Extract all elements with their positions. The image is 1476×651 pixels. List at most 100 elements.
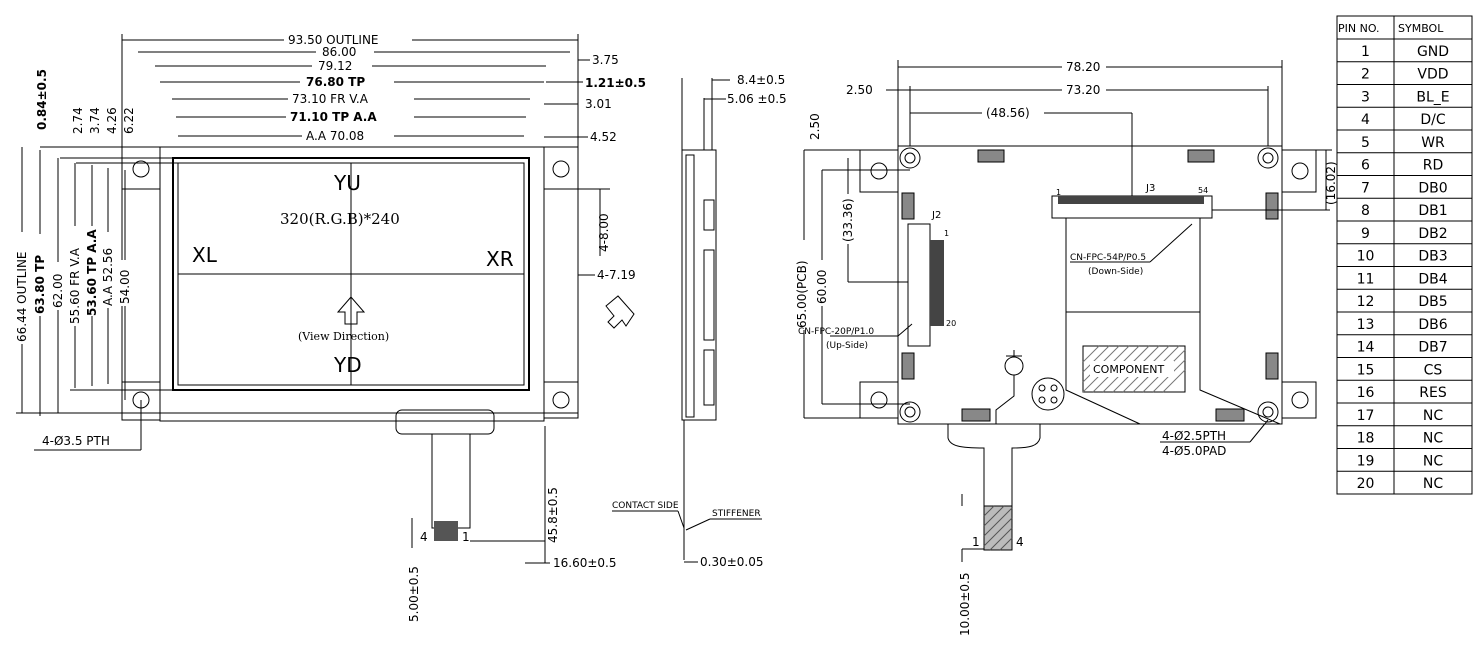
- back-dim-top-1: 78.20: [1066, 60, 1100, 74]
- dim-left-1: 66.44 OUTLINE: [15, 251, 29, 342]
- dim-right-3: 3.01: [585, 97, 612, 111]
- dim-left-2: 63.80 TP: [33, 255, 47, 314]
- back-tab-tl: [859, 149, 899, 193]
- pin-number: 4: [1361, 112, 1370, 128]
- back-tab-tr: [1281, 149, 1317, 193]
- pin-symbol: RES: [1419, 385, 1447, 401]
- front-left-top-dimensions: 0.84±0.5 2.74 3.74 4.26 6.22: [35, 69, 178, 164]
- side-view: 8.4±0.5 5.06 ±0.5 CONTACT SIDE STIFFENER…: [612, 73, 787, 569]
- pin-symbol: NC: [1423, 476, 1443, 492]
- front-frame: [159, 146, 545, 422]
- pin-symbol: WR: [1421, 135, 1445, 151]
- pin-number: 5: [1361, 135, 1370, 151]
- pin-symbol: DB1: [1418, 203, 1447, 219]
- fpc54-side-label: (Down-Side): [1088, 267, 1143, 277]
- dim-left-7: 54.00: [118, 270, 132, 304]
- back-dim-60: 60.00: [815, 270, 829, 304]
- back-tab-br: [1281, 381, 1317, 419]
- label-xr: XR: [486, 247, 514, 271]
- fpc-contacts: [434, 521, 458, 541]
- pin-symbol: NC: [1423, 453, 1443, 469]
- pin-number: 10: [1357, 249, 1375, 265]
- pin-symbol: NC: [1423, 408, 1443, 424]
- front-top-dimensions: 93.50 OUTLINE 86.00 79.12 76.80 TP 73.10…: [121, 33, 579, 147]
- dim-top-7: A.A 70.08: [306, 129, 364, 143]
- pin-number: 6: [1361, 158, 1370, 174]
- dim-left-6: A.A 52.56: [101, 248, 115, 306]
- direction-arrow-icon: [605, 295, 635, 329]
- pin-number: 15: [1357, 362, 1375, 378]
- dim-top-2: 86.00: [322, 45, 356, 59]
- pin-symbol: DB4: [1418, 271, 1447, 287]
- dim-right-5: 4-8.00: [597, 213, 611, 252]
- fpc-head: [395, 409, 495, 435]
- front-view: YU YD XL XR 320(R.G.B)*240 (View Directi…: [14, 33, 646, 622]
- side-thickness: 0.30±0.05: [700, 555, 764, 569]
- dim-left-small-4: 4.26: [105, 107, 119, 134]
- pin-table-header-symbol: SYMBOL: [1398, 22, 1444, 35]
- hole-tl: [132, 160, 150, 178]
- pin-symbol: DB5: [1418, 294, 1447, 310]
- dim-top-4: 76.80 TP: [306, 75, 365, 89]
- side-dim-b: 5.06 ±0.5: [727, 92, 787, 106]
- j3-pin1: 1: [1056, 188, 1061, 197]
- pin-number: 17: [1357, 408, 1375, 424]
- dim-left-small-3: 3.74: [88, 107, 102, 134]
- back-tab-bl: [859, 381, 899, 419]
- dim-right-4: 4.52: [590, 130, 617, 144]
- pin-symbol: DB3: [1418, 249, 1447, 265]
- dim-left-5: 53.60 TP A.A: [85, 229, 99, 316]
- dim-left-small-2: 2.74: [71, 107, 85, 134]
- tail-length: 5.00±0.5: [407, 566, 421, 622]
- front-left-dimensions: 66.44 OUTLINE 63.80 TP 62.00 55.60 FR V.…: [14, 147, 173, 416]
- pin-symbol: VDD: [1417, 67, 1448, 83]
- tail-width: 16.60±0.5: [553, 556, 617, 570]
- connector-j2: [907, 223, 931, 347]
- back-dim-33: (33.36): [841, 198, 855, 242]
- j3-label: J3: [1145, 183, 1155, 194]
- dim-top-6: 71.10 TP A.A: [290, 110, 377, 124]
- pin-symbol: DB2: [1418, 226, 1447, 242]
- pin-number: 1: [1361, 44, 1370, 60]
- j2-pin1: 1: [944, 229, 949, 238]
- pin-number: 3: [1361, 89, 1370, 105]
- contact-side-label: CONTACT SIDE: [612, 501, 679, 511]
- screen-outer: [172, 157, 530, 391]
- view-direction-label: (View Direction): [298, 330, 389, 343]
- pin-number: 7: [1361, 180, 1370, 196]
- view-arrow-icon: [336, 296, 366, 325]
- pin-symbol: BL_E: [1416, 89, 1449, 105]
- j3-pin54: 54: [1198, 186, 1208, 195]
- pin-table-header-pin: PIN NO.: [1338, 22, 1380, 35]
- back-dim-left-v: 2.50: [808, 113, 822, 140]
- component-label: COMPONENT: [1093, 363, 1165, 376]
- back-hole-note-2: 4-Ø5.0PAD: [1162, 444, 1226, 458]
- pin-number: 13: [1357, 317, 1375, 333]
- stiffener-label: STIFFENER: [712, 509, 761, 519]
- back-fpc-pin-b: 4: [1016, 535, 1024, 549]
- pin-symbol: DB6: [1418, 317, 1447, 333]
- label-xl: XL: [192, 243, 218, 267]
- hole-br: [552, 391, 570, 409]
- pin-symbol: DB0: [1418, 180, 1447, 196]
- back-dim-top-2: 73.20: [1066, 83, 1100, 97]
- dim-left-small-5: 6.22: [122, 107, 136, 134]
- pin-number: 12: [1357, 294, 1375, 310]
- fpc20-label: CN-FPC-20P/P1.0: [798, 327, 874, 337]
- back-hole-note-1: 4-Ø2.5PTH: [1162, 429, 1226, 443]
- dim-right-1: 3.75: [592, 53, 619, 67]
- pin-number: 19: [1357, 453, 1375, 469]
- dim-left-small-1: 0.84±0.5: [35, 69, 49, 130]
- pin-number: 2: [1361, 67, 1370, 83]
- pin-symbol: RD: [1423, 158, 1444, 174]
- tab-br: [543, 381, 579, 419]
- dim-left-4: 55.60 FR V.A: [68, 247, 82, 324]
- side-body: [681, 149, 717, 421]
- pcb-outline: [897, 145, 1283, 425]
- back-tail-length: 10.00±0.5: [958, 573, 972, 637]
- back-dim-top-3: (48.56): [986, 106, 1030, 120]
- front-right-dimensions: 3.75 1.21±0.5 3.01 4.52 4-8.00 4-7.19: [544, 53, 646, 282]
- pin-symbol: NC: [1423, 431, 1443, 447]
- fpc20-side-label: (Up-Side): [826, 341, 868, 351]
